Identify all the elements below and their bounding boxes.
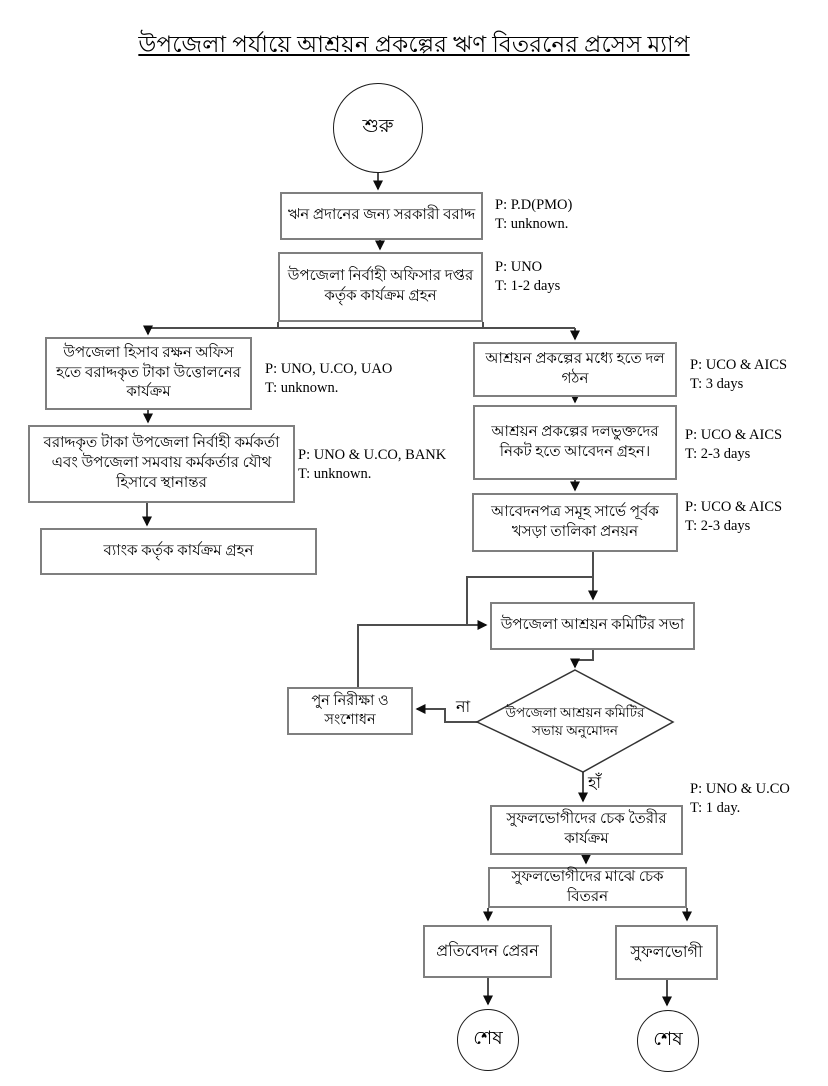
- box-label: উপজেলা নির্বাহী অফিসার দপ্তর কর্তৃক কার্…: [287, 268, 474, 304]
- annotation-person: P: UNO, U.CO, UAO: [265, 361, 393, 377]
- process-box-uno-office: উপজেলা নির্বাহী অফিসার দপ্তর কর্তৃক কার্…: [278, 252, 483, 322]
- decision-label: উপজেলা আশ্রয়ন কমিটির সভায় অনুমোদন: [495, 698, 655, 746]
- annotation-time: T: unknown.: [298, 465, 372, 482]
- box-label: উপজেলা হিসাব রক্ষন অফিস হতে বরাদ্দকৃত টা…: [56, 344, 241, 401]
- split-connector: [148, 322, 575, 329]
- box-label: আশ্রয়ন প্রকল্পের মধ্যে হতে দল গঠন: [485, 350, 665, 387]
- process-box-cheque-preparation: সুফলভোগীদের চেক তৈরীর কার্যক্রম: [490, 805, 683, 855]
- annotation-person: P: UNO & U.CO: [690, 781, 790, 797]
- arrow-review-to-meeting: [357, 620, 488, 687]
- box-label: প্রতিবেদন প্রেরন: [436, 942, 539, 960]
- end-circle-right: শেষ: [637, 1010, 699, 1072]
- annotation-uno-office: P: UNO T: 1-2 days: [495, 258, 560, 296]
- decision-diamond: [475, 669, 675, 773]
- box-label: পুন নিরীক্ষা ও সংশোধন: [311, 692, 389, 728]
- annotation-joint-account: P: UNO & U.CO, BANK T: unknown.: [298, 446, 446, 484]
- box-label: ঋন প্রদানের জন্য সরকারী বরাদ্দ: [287, 207, 476, 224]
- process-box-committee-meeting: উপজেলা আশ্রয়ন কমিটির সভা: [490, 602, 695, 650]
- annotation-time: T: unknown.: [495, 215, 569, 232]
- box-label: সুফলভোগীদের মাঝে চেক বিতরন: [511, 868, 664, 905]
- process-box-accounts-office: উপজেলা হিসাব রক্ষন অফিস হতে বরাদ্দকৃত টা…: [45, 337, 252, 410]
- process-box-govt-allocation: ঋন প্রদানের জন্য সরকারী বরাদ্দ: [280, 192, 483, 240]
- process-box-beneficiary: সুফলভোগী: [615, 925, 718, 980]
- annotation-draft-list: P: UCO & AICS T: 2-3 days: [685, 498, 782, 536]
- annotation-person: P: UCO & AICS: [685, 499, 783, 515]
- box-label: উপজেলা আশ্রয়ন কমিটির সভায় অনুমোদন: [505, 704, 645, 738]
- annotation-person: P: UNO & U.CO, BANK: [298, 447, 447, 463]
- annotation-time: T: unknown.: [265, 379, 339, 396]
- page-title: উপজেলা পর্যায়ে আশ্রয়ন প্রকল্পের ঋণ বিত…: [138, 32, 690, 57]
- process-box-bank-action: ব্যাংক কর্তৃক কার্যক্রম গ্রহন: [40, 528, 317, 575]
- annotation-accounts-office: P: UNO, U.CO, UAO T: unknown.: [265, 360, 392, 398]
- annotation-cheque-preparation: P: UNO & U.CO T: 1 day.: [690, 780, 790, 818]
- process-box-joint-account: বরাদ্দকৃত টাকা উপজেলা নির্বাহী কর্মকর্তা…: [28, 425, 295, 503]
- start-label: শুরু: [362, 116, 394, 137]
- end-label: শেষ: [653, 1029, 683, 1050]
- box-label: উপজেলা আশ্রয়ন কমিটির সভা: [500, 617, 685, 634]
- annotation-person: P: P.D(PMO): [495, 197, 573, 213]
- start-circle: শুরু: [333, 83, 423, 173]
- end-label: শেষ: [473, 1028, 503, 1049]
- box-label: সুফলভোগীদের চেক তৈরীর কার্যক্রম: [506, 811, 667, 847]
- annotation-time: T: 2-3 days: [685, 517, 751, 534]
- box-label: আবেদনপত্র সমূহ সার্ভে পূর্বক খসড়া তালিক…: [491, 503, 659, 540]
- annotation-person: P: UCO & AICS: [690, 357, 788, 373]
- process-box-application-receive: আশ্রয়ন প্রকল্পের দলভুক্তদের নিকট হতে আব…: [473, 405, 677, 480]
- edge-label-yes: হাঁ: [588, 770, 601, 797]
- yes-label: হাঁ: [588, 775, 602, 792]
- process-box-group-formation: আশ্রয়ন প্রকল্পের মধ্যে হতে দল গঠন: [473, 342, 677, 397]
- edge-label-no: না: [456, 694, 470, 721]
- annotation-time: T: 1 day.: [690, 799, 741, 816]
- annotation-group-formation: P: UCO & AICS T: 3 days: [690, 356, 787, 394]
- loop-join-connector: [466, 576, 593, 625]
- annotation-govt-allocation: P: P.D(PMO) T: unknown.: [495, 196, 572, 234]
- annotation-time: T: 3 days: [690, 375, 744, 392]
- annotation-time: T: 1-2 days: [495, 277, 561, 294]
- annotation-application-receive: P: UCO & AICS T: 2-3 days: [685, 426, 782, 464]
- annotation-person: P: UCO & AICS: [685, 427, 783, 443]
- process-box-draft-list: আবেদনপত্র সমূহ সার্ভে পূর্বক খসড়া তালিক…: [472, 493, 678, 552]
- box-label: আশ্রয়ন প্রকল্পের দলভুক্তদের নিকট হতে আব…: [491, 423, 659, 460]
- process-box-cheque-distribution: সুফলভোগীদের মাঝে চেক বিতরন: [488, 867, 687, 908]
- annotation-time: T: 2-3 days: [685, 445, 751, 462]
- arrow-meeting-to-decision: [570, 650, 594, 669]
- no-label: না: [456, 699, 471, 716]
- box-label: সুফলভোগী: [630, 943, 703, 961]
- box-label: ব্যাংক কর্তৃক কার্যক্রম গ্রহন: [103, 542, 254, 559]
- process-box-report-send: প্রতিবেদন প্রেরন: [423, 925, 552, 978]
- arrow-no-to-review: [415, 704, 478, 723]
- process-box-review-correction: পুন নিরীক্ষা ও সংশোধন: [287, 687, 413, 735]
- end-circle-left: শেষ: [457, 1009, 519, 1071]
- annotation-person: P: UNO: [495, 259, 543, 275]
- box-label: বরাদ্দকৃত টাকা উপজেলা নির্বাহী কর্মকর্তা…: [43, 435, 280, 491]
